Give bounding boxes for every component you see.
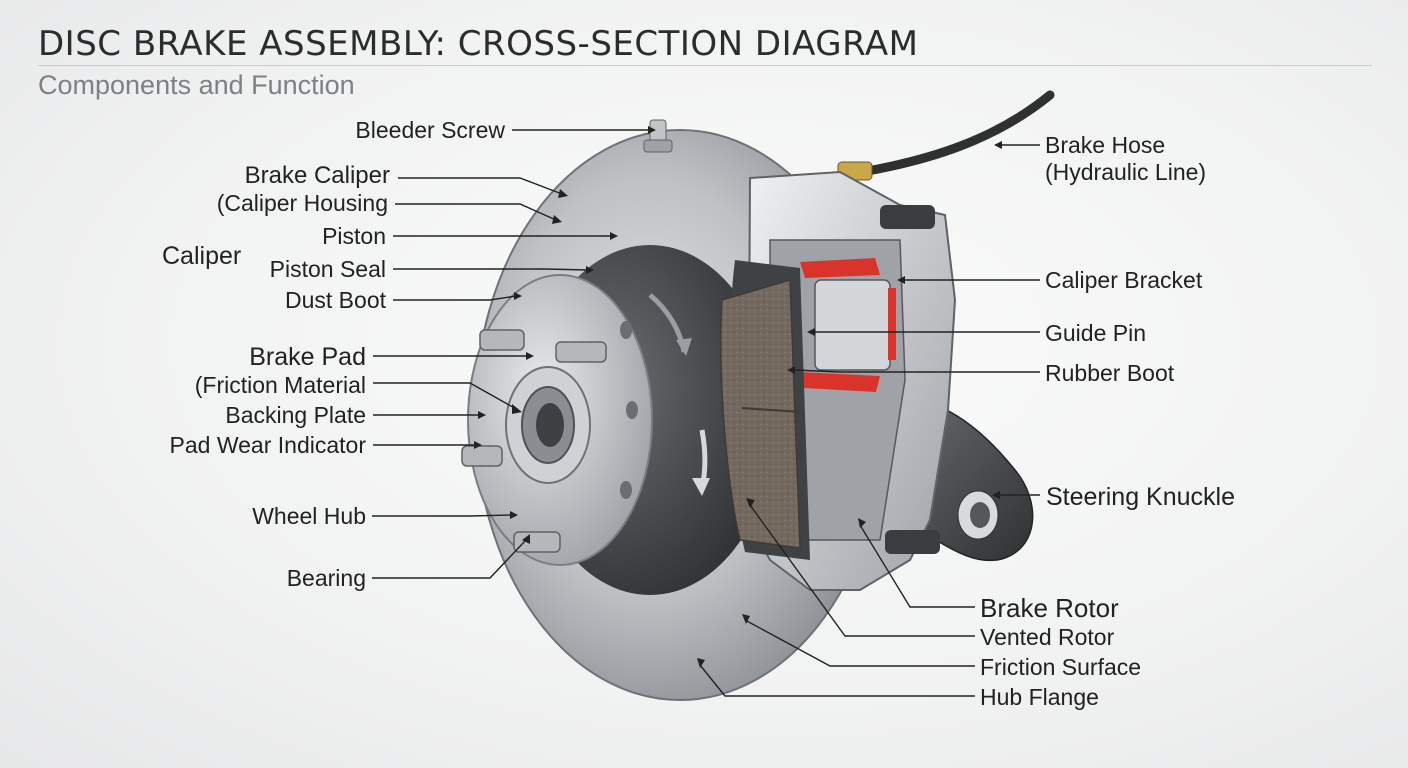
guide-pin (885, 530, 940, 554)
label-brake-caliper: Brake Caliper (245, 162, 390, 189)
label-hub-flange: Hub Flange (980, 684, 1099, 710)
label-piston: Piston (322, 223, 386, 249)
knuckle-bore-inner (970, 502, 990, 528)
title-divider (38, 65, 1372, 66)
rotation-arrow-head-icon-2 (692, 478, 710, 496)
label-vented-rotor: Vented Rotor (980, 624, 1115, 650)
leader-arrowheads (474, 126, 1002, 668)
wheel-stud (479, 329, 525, 351)
flange-hole (620, 481, 632, 499)
rotation-arrow-head-icon (676, 338, 692, 356)
piston-seal (800, 258, 880, 278)
label-brake-hose: Brake Hose (1045, 132, 1165, 158)
bleeder-screw-base (643, 139, 673, 153)
brake-pad-friction (720, 279, 801, 549)
label-pad-wear-indicator: Pad Wear Indicator (170, 432, 367, 458)
label-brake-pad: Brake Pad (249, 343, 366, 371)
label-caliper-group: Caliper (162, 242, 241, 270)
guide-pin (880, 205, 935, 229)
label-steering-knuckle: Steering Knuckle (1046, 483, 1235, 511)
label-dust-boot: Dust Boot (285, 287, 387, 313)
label-brake-rotor: Brake Rotor (980, 593, 1119, 623)
flange-hole (626, 401, 638, 419)
wheel-stud (513, 531, 561, 553)
page-title: DISC BRAKE ASSEMBLY: CROSS-SECTION DIAGR… (38, 24, 919, 64)
label-caliper-housing: (Caliper Housing (217, 190, 388, 216)
label-rubber-boot: Rubber Boot (1045, 360, 1175, 386)
seal-red-side (888, 288, 896, 360)
wheel-stud (461, 445, 503, 467)
wheel-studs (461, 329, 607, 553)
pad-wear-slot (741, 407, 801, 413)
label-bearing: Bearing (287, 565, 366, 591)
label-guide-pin: Guide Pin (1045, 320, 1146, 346)
page-subtitle: Components and Function (38, 70, 355, 100)
brake-hose (857, 90, 1055, 177)
piston (814, 279, 891, 371)
label-piston-seal: Piston Seal (270, 256, 386, 282)
flange-hole (620, 321, 632, 339)
bearing-bore (536, 403, 564, 447)
wheel-stud (555, 341, 607, 363)
label-friction-surface: Friction Surface (980, 654, 1141, 680)
label-caliper-bracket: Caliper Bracket (1045, 267, 1203, 293)
label-bleeder-screw: Bleeder Screw (355, 117, 505, 143)
label-wheel-hub: Wheel Hub (252, 503, 366, 529)
label-hydraulic-line: (Hydraulic Line) (1045, 159, 1206, 185)
label-friction-material: (Friction Material (195, 372, 366, 398)
label-backing-plate: Backing Plate (225, 402, 366, 428)
dust-boot (800, 372, 880, 392)
leader-lines (372, 129, 1040, 697)
